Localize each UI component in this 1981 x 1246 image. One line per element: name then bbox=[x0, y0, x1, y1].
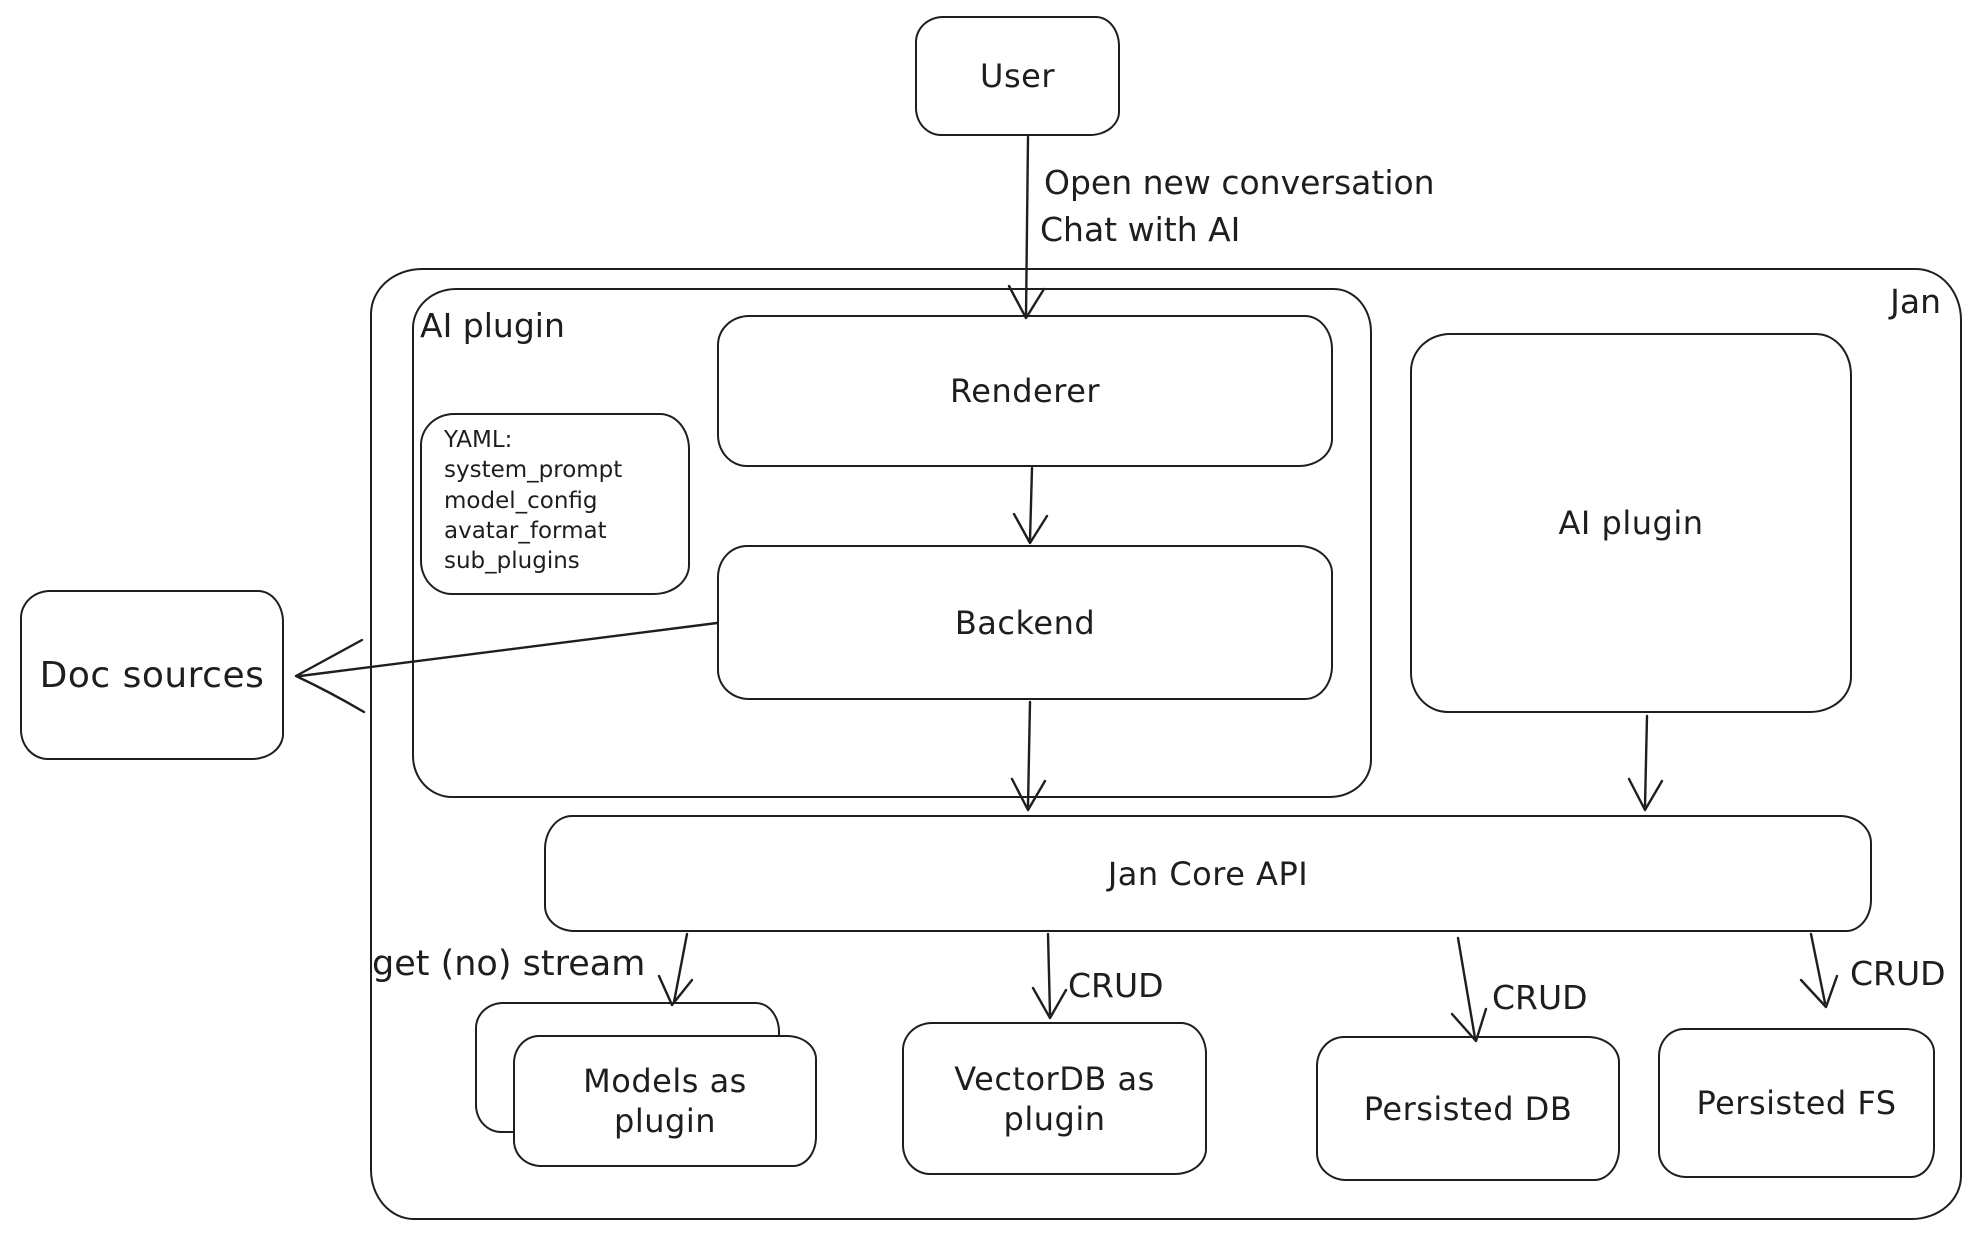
yaml-note-line: YAML: bbox=[444, 427, 513, 453]
jan-core-api-label: Jan Core API bbox=[1107, 854, 1309, 893]
ai-plugin-container-label: AI plugin bbox=[420, 306, 565, 345]
renderer-label: Renderer bbox=[949, 372, 1101, 410]
edge-label-crud-vectordb: CRUD bbox=[1068, 966, 1164, 1005]
persisted-fs-label: Persisted FS bbox=[1696, 1084, 1897, 1122]
user-label: User bbox=[980, 57, 1055, 95]
doc-sources-box: Doc sources bbox=[20, 590, 284, 760]
persisted-db-label: Persisted DB bbox=[1363, 1089, 1573, 1128]
ai-plugin-right-box: AI plugin bbox=[1410, 333, 1852, 713]
yaml-note-line: sub_plugins bbox=[444, 548, 580, 575]
backend-box: Backend bbox=[717, 545, 1333, 700]
edge-label-get-no-stream: get (no) stream bbox=[372, 944, 646, 984]
edge-label-open-conversation: Open new conversation bbox=[1044, 163, 1435, 202]
backend-label: Backend bbox=[954, 603, 1096, 642]
vectordb-plugin-box: VectorDB as plugin bbox=[902, 1022, 1207, 1175]
jan-container-box bbox=[370, 268, 1962, 1220]
doc-sources-label: Doc sources bbox=[39, 654, 265, 696]
ai-plugin-container-box bbox=[412, 288, 1372, 798]
persisted-db-box: Persisted DB bbox=[1316, 1036, 1620, 1181]
models-plugin-box: Models as plugin bbox=[513, 1035, 817, 1167]
ai-plugin-right-label: AI plugin bbox=[1558, 504, 1704, 542]
yaml-note-line: avatar_format bbox=[444, 518, 607, 545]
jan-core-api-box: Jan Core API bbox=[544, 815, 1872, 932]
edge-label-chat-with-ai: Chat with AI bbox=[1040, 210, 1241, 249]
yaml-note-line: system_prompt bbox=[444, 457, 623, 484]
persisted-fs-box: Persisted FS bbox=[1658, 1028, 1935, 1178]
renderer-box: Renderer bbox=[717, 315, 1333, 467]
edge-label-crud-persisted-db: CRUD bbox=[1492, 978, 1588, 1017]
yaml-note-line: model_config bbox=[444, 487, 598, 514]
jan-container-label: Jan bbox=[1890, 282, 1941, 321]
models-plugin-label: Models as plugin bbox=[583, 1062, 747, 1140]
edge-label-crud-persisted-fs: CRUD bbox=[1850, 954, 1946, 993]
vectordb-plugin-label: VectorDB as plugin bbox=[954, 1059, 1155, 1138]
user-box: User bbox=[915, 16, 1120, 136]
yaml-note-box: YAML: system_prompt model_config avatar_… bbox=[420, 413, 690, 595]
